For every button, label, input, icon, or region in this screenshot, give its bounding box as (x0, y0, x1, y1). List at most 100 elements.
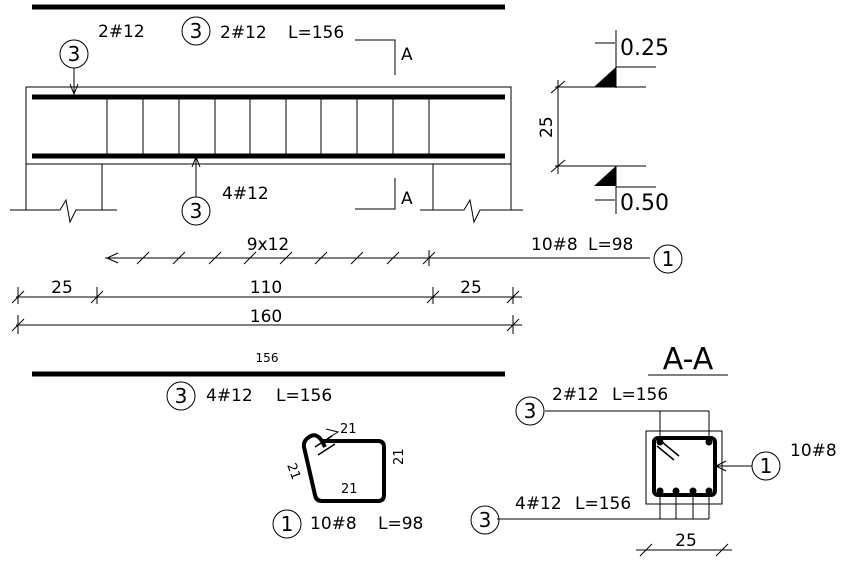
section-cut-top: A (355, 39, 413, 75)
stirrup-spacing-dimension: 9x12 10#8 L=98 1 (105, 235, 683, 274)
dim-tick (639, 543, 653, 557)
total-length-dim: 160 (250, 307, 282, 327)
straight-bar-length: 156 (256, 351, 279, 365)
level-bottom-value: 0.50 (620, 191, 669, 216)
top-bar-dot (705, 438, 713, 446)
dim-tick (279, 251, 293, 265)
callout-circle (181, 16, 211, 46)
section-cut-bottom: A (355, 178, 413, 210)
stirrup-callout-spec: 10#8 (790, 441, 837, 461)
callout-length: L=156 (276, 386, 332, 406)
section-width: 25 (675, 531, 697, 551)
callout-length: L=156 (288, 23, 344, 43)
beam-outline (25, 86, 512, 165)
arrow-head (714, 460, 727, 472)
dim-tick (350, 251, 364, 265)
arrow-head (191, 155, 201, 168)
top-bar-marker: 3 (59, 39, 89, 96)
dim-tick (208, 251, 222, 265)
bottom-bar-marker: 3 4#12 (181, 155, 269, 226)
callout-spec: 2#12 (220, 23, 267, 43)
straight-bar-detail: 156 3 4#12 L=156 (32, 351, 505, 411)
level-top-value: 0.25 (620, 36, 669, 61)
section-stirrup (652, 436, 717, 497)
callout-mark: 1 (760, 454, 773, 478)
level-markers: 0.25 25 0.50 (537, 30, 669, 216)
bottom-callout-spec: 4#12 (515, 494, 562, 514)
dim-tick (243, 251, 257, 265)
level-triangle-top (594, 67, 616, 87)
spacing-label: 9x12 (247, 235, 290, 255)
callout-circle (751, 451, 781, 481)
left-support-dim: 25 (51, 278, 73, 298)
dim-tick (506, 318, 520, 332)
dim-tick (550, 80, 566, 94)
bottom-callout-length: L=156 (575, 494, 631, 514)
section-cut-label: A (401, 45, 413, 65)
clear-span-dim: 110 (250, 278, 282, 298)
dim-tick (506, 290, 520, 304)
level-triangle-bottom (594, 166, 616, 186)
top-callout-length: L=156 (612, 385, 668, 405)
callout-spec: 4#12 (206, 386, 253, 406)
stirrups (106, 97, 430, 156)
top-callout-spec: 2#12 (552, 385, 599, 405)
dim-tick (11, 318, 25, 332)
height-value: 25 (537, 116, 557, 138)
callout-circle (470, 505, 500, 535)
stirrup-hook (317, 443, 336, 456)
callout-mark: 3 (524, 399, 537, 423)
callout-circle (515, 396, 545, 426)
dim-tick (715, 543, 729, 557)
bottom-bar-label: 4#12 (222, 184, 269, 204)
segment-bottom: 21 (341, 482, 358, 497)
callout-mark: 3 (479, 508, 492, 532)
marker-number: 3 (68, 42, 81, 66)
beam-elevation: 2#12 3 2#12 L=156 A 3 (10, 4, 523, 226)
stirrup-shape-detail: 21 21 21 21 1 10#8 L=98 (272, 422, 423, 539)
section-cut-line (355, 178, 396, 210)
top-bar-label: 2#12 (98, 22, 145, 42)
dim-tick (172, 251, 186, 265)
section-a-a: A-A 3 2#12 L=156 1 10#8 3 4#12 L=156 (470, 342, 837, 557)
dim-tick (90, 290, 104, 304)
callout-mark: 3 (190, 19, 203, 43)
stirrup-callout-circle (653, 244, 683, 274)
hook-arrow (325, 428, 340, 439)
segment-top: 21 (340, 422, 357, 437)
right-support (420, 164, 523, 224)
callout-circle (166, 381, 196, 411)
callout-length: L=98 (378, 514, 423, 534)
callout-mark: 1 (281, 512, 294, 536)
section-outline (645, 430, 723, 505)
section-cut-label: A (401, 189, 413, 209)
marker-number: 3 (190, 199, 203, 223)
stirrup-shape (301, 433, 386, 503)
left-support (10, 164, 117, 224)
callout-spec: 10#8 (310, 514, 357, 534)
stirrup-callout-mark: 1 (662, 247, 675, 271)
stirrup-callout-spec: 10#8 (531, 235, 578, 255)
right-support-dim: 25 (460, 278, 482, 298)
top-bar-callout: 3 2#12 L=156 (181, 16, 344, 46)
dim-tick (314, 251, 328, 265)
section-title: A-A (663, 342, 714, 377)
segment-right: 21 (392, 448, 407, 465)
marker-circle (181, 196, 211, 226)
section-cut-line (355, 39, 396, 75)
section-hook (661, 441, 680, 457)
callout-circle (272, 509, 302, 539)
dim-tick (386, 251, 400, 265)
section-hook (656, 445, 675, 461)
break-line (420, 198, 523, 224)
break-line (10, 198, 117, 224)
dim-tick (426, 290, 440, 304)
dim-tick (136, 251, 150, 265)
span-dimensions: 25 110 25 160 (11, 278, 522, 334)
stirrup-callout-length: L=98 (588, 235, 633, 255)
segment-left: 21 (283, 461, 303, 482)
callout-mark: 3 (175, 384, 188, 408)
dim-tick (11, 290, 25, 304)
arrow-head (105, 252, 119, 264)
